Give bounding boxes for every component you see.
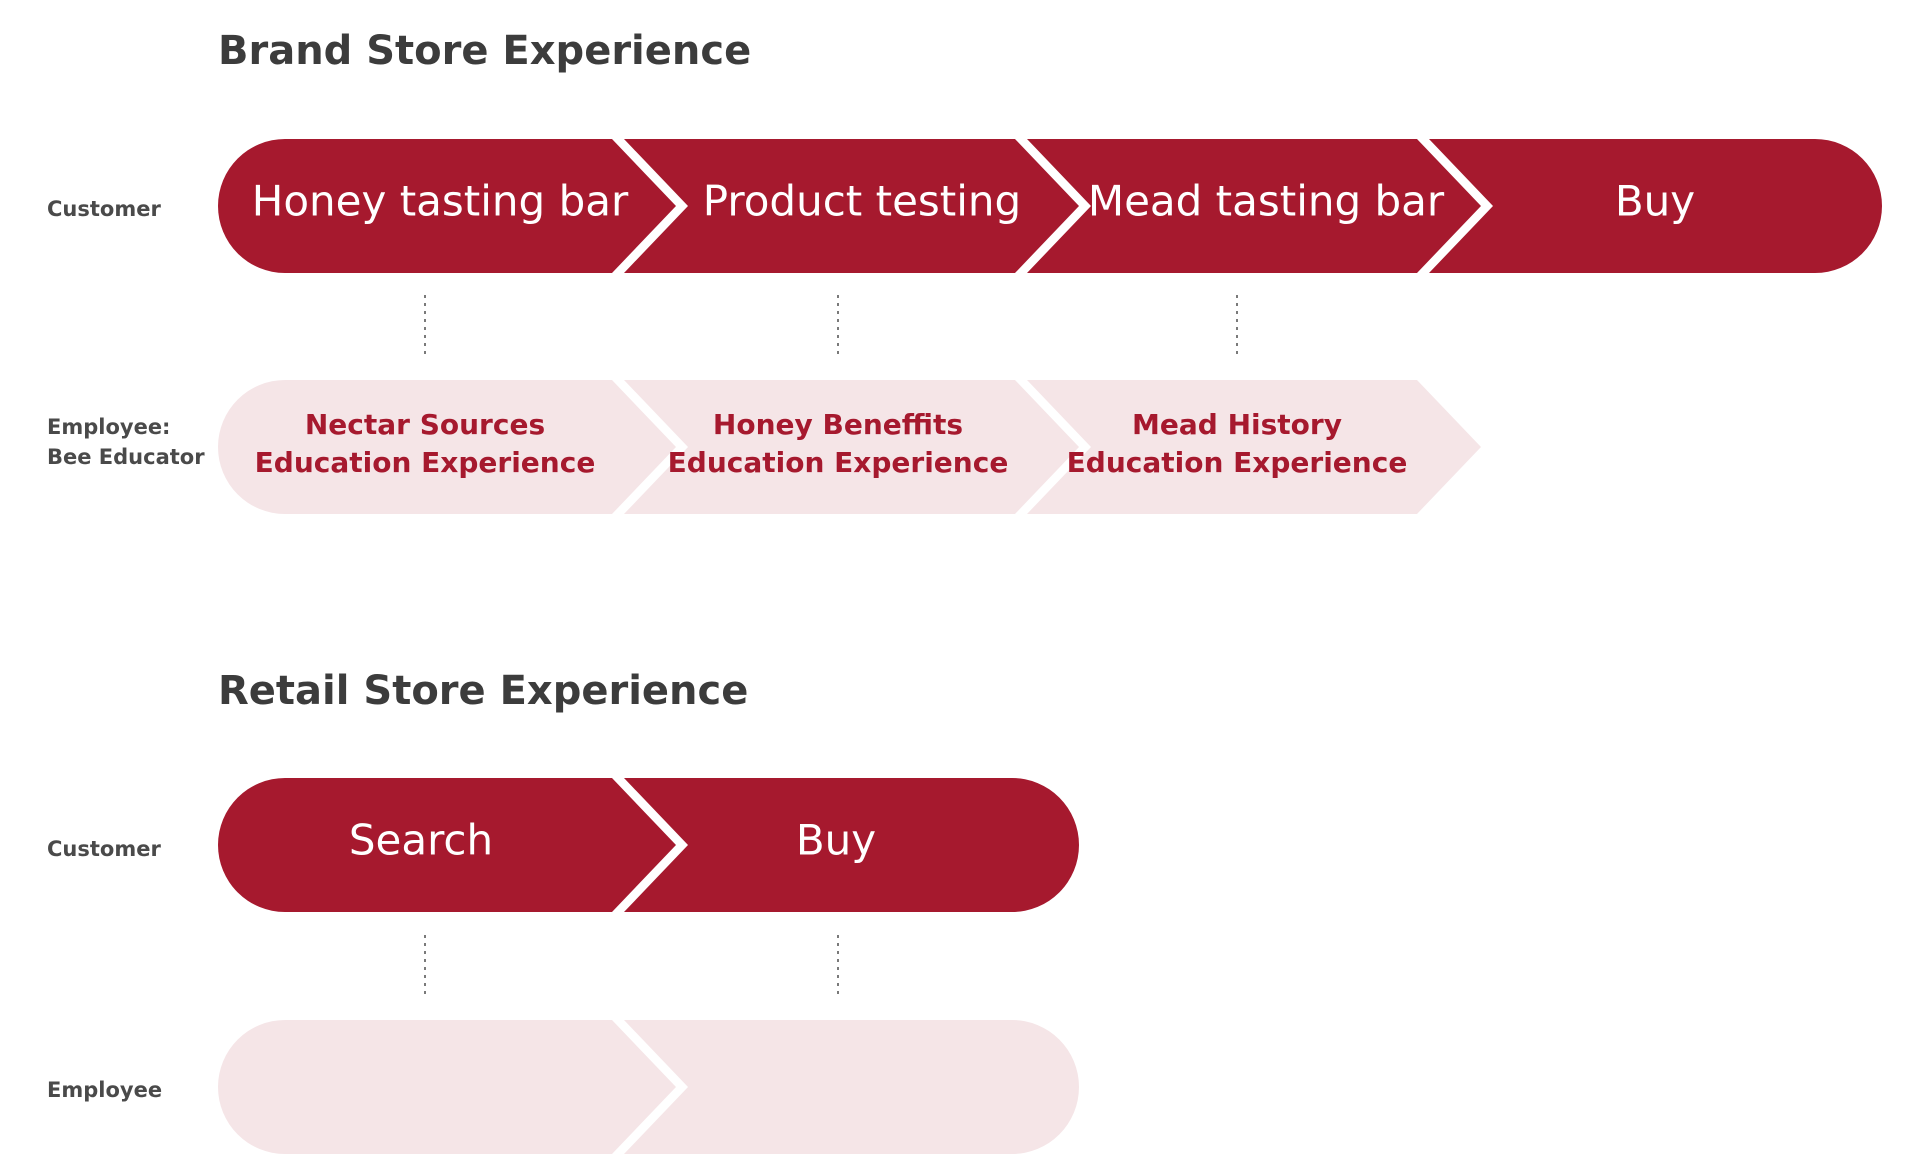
brand-customer-row-label: Customer (47, 197, 161, 221)
retail-section-title: Retail Store Experience (218, 668, 748, 714)
brand-customer-step-1-shape (218, 139, 676, 273)
brand-employee-step-1-label-line2: Education Experience (255, 446, 596, 479)
brand-employee-step-2-label-line1: Honey Beneffits (713, 408, 963, 441)
brand-employee-step-1-label-line1: Nectar Sources (305, 408, 545, 441)
brand-employee-step-3-label-line2: Education Experience (1067, 446, 1408, 479)
brand-customer-step-3-label: Mead tasting bar (1088, 177, 1445, 226)
brand-customer-step-2-shape (624, 139, 1079, 273)
brand-employee-row-label-line1: Employee: (47, 415, 170, 439)
brand-customer-step-3-shape (1027, 139, 1481, 273)
retail-customer-step-1-shape (218, 778, 676, 912)
brand-employee-step-3-label-line1: Mead History (1132, 408, 1342, 441)
retail-customer-step-1-label: Search (349, 816, 493, 865)
brand-customer-step-1-label: Honey tasting bar (252, 177, 629, 226)
brand-employee-step-2-shape (624, 380, 1079, 514)
retail-employee-row-label: Employee (47, 1078, 162, 1102)
brand-employee-step-2-label-line2: Education Experience (668, 446, 1009, 479)
retail-employee-step-2-shape (624, 1020, 1079, 1154)
retail-customer-row-label: Customer (47, 837, 161, 861)
brand-employee-step-3-shape (1027, 380, 1481, 514)
brand-customer-step-2-label: Product testing (703, 177, 1021, 226)
brand-customer-step-4-shape (1429, 139, 1882, 273)
brand-employee-row-label-line2: Bee Educator (47, 445, 205, 469)
retail-customer-step-2-label: Buy (796, 816, 876, 865)
brand-customer-step-4-label: Buy (1615, 177, 1695, 226)
retail-employee-step-1-shape (218, 1020, 676, 1154)
brand-employee-step-1-shape (218, 380, 676, 514)
retail-customer-step-2-shape (624, 778, 1079, 912)
brand-section-title: Brand Store Experience (218, 28, 751, 74)
